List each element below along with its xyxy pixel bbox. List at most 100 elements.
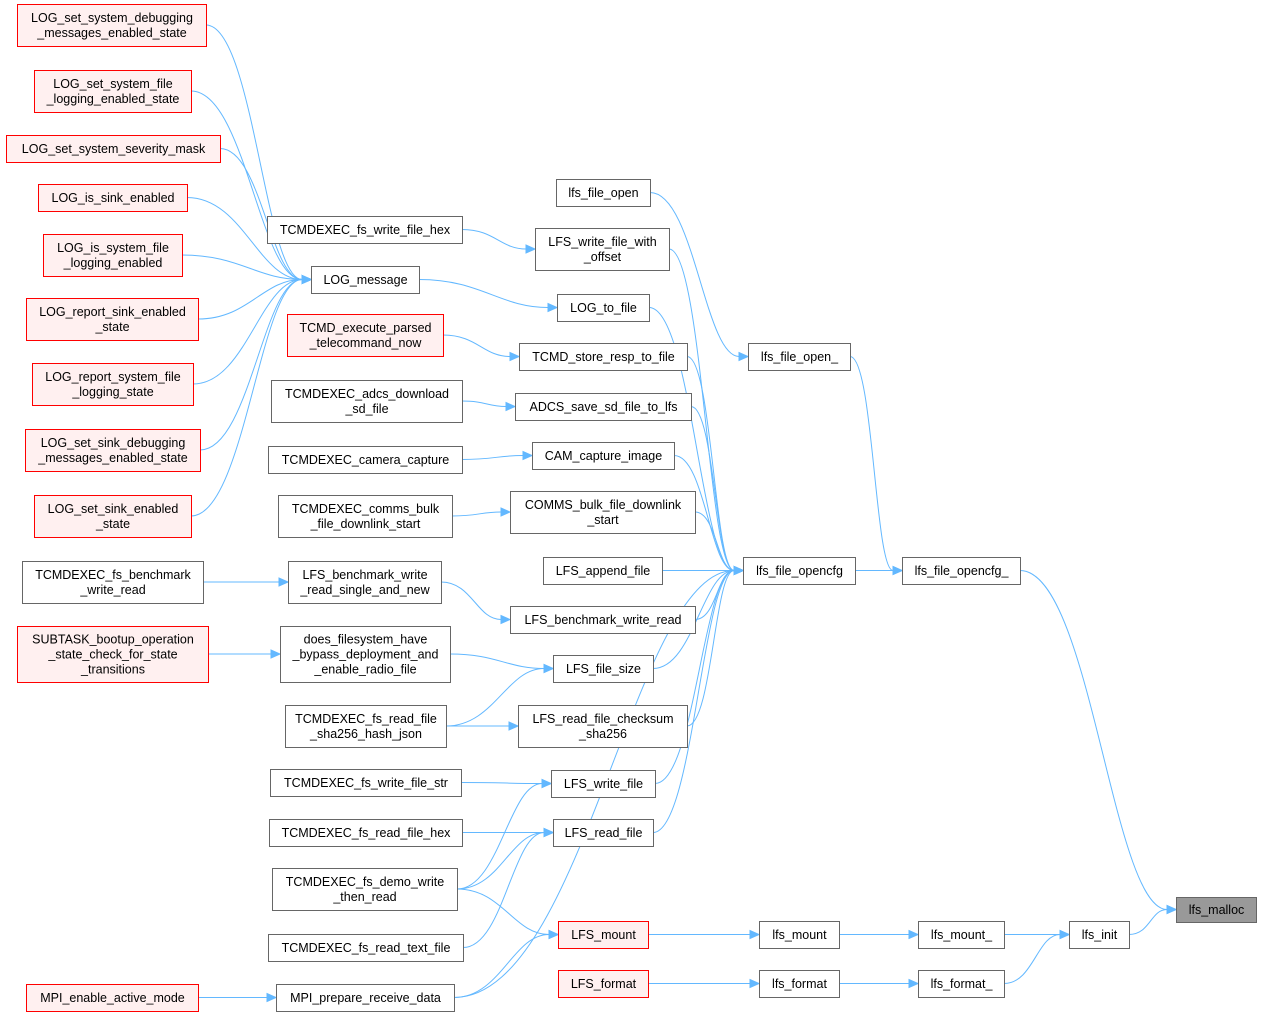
node-lfs-mount-[interactable]: lfs_mount_ [918,921,1005,949]
node-subtask-bootup[interactable]: SUBTASK_bootup_operation_state_check_for… [17,626,209,683]
node-lfs-mount-upper[interactable]: LFS_mount [558,921,649,949]
node-label-comms-bulk-line-2: _start [586,513,619,527]
arrowhead-tcmdexec-demo-to-lfs-write-file [541,778,553,789]
node-log-debug-state[interactable]: LOG_set_system_debugging_messages_enable… [17,4,207,47]
node-lfs-malloc[interactable]: lfs_malloc [1176,897,1257,923]
node-mpi-prepare[interactable]: MPI_prepare_receive_data [276,984,455,1012]
node-lfs-bench-single[interactable]: LFS_benchmark_write_read_single_and_new [288,561,442,604]
arrowhead-mpi-prepare-to-lfs-mount-upper [548,929,560,940]
node-box-lfs-format-upper [558,970,649,998]
node-log-message[interactable]: LOG_message [311,266,420,294]
edge-tcmdexec-write-hex-to-lfs-write-offset [461,229,527,250]
node-label-log-sink-debug-line-1: LOG_set_sink_debugging [41,436,186,450]
node-tcmdexec-write-str[interactable]: TCMDEXEC_fs_write_file_str [270,769,462,797]
node-box-log-message [311,266,420,294]
node-tcmdexec-read-hex[interactable]: TCMDEXEC_fs_read_file_hex [269,819,463,847]
edge-tcmd-execute-parsed-to-tcmd-store-resp [442,334,511,357]
node-label-log-report-sink-line-1: LOG_report_sink_enabled [39,305,186,319]
node-lfs-file-opencfg-[interactable]: lfs_file_opencfg_ [902,557,1021,585]
edge-lfs-read-checksum-to-lfs-file-opencfg [686,570,735,727]
node-tcmdexec-demo[interactable]: TCMDEXEC_fs_demo_write_then_read [272,868,458,911]
node-label-log-severity-mask: LOG_set_system_severity_mask [22,142,206,156]
node-does-fs-bypass[interactable]: does_filesystem_have_bypass_deployment_a… [280,626,451,683]
arrowhead-tcmdexec-write-hex-to-lfs-write-offset [525,244,537,254]
node-lfs-write-file[interactable]: LFS_write_file [551,770,656,798]
node-lfs-bench-wr[interactable]: LFS_benchmark_write_read [510,606,696,634]
node-box-log-debug-state [17,4,207,47]
node-box-tcmdexec-write-str [270,769,462,797]
node-tcmdexec-read-text[interactable]: TCMDEXEC_fs_read_text_file [268,934,464,962]
node-label-lfs-write-offset-line-2: _offset [583,250,622,264]
node-log-is-system-file[interactable]: LOG_is_system_file_logging_enabled [43,234,183,277]
node-box-adcs-save-sd [515,393,692,421]
arrowhead-tcmdexec-read-text-to-lfs-read-file [543,827,555,838]
node-cam-capture[interactable]: CAM_capture_image [532,442,675,470]
node-lfs-append[interactable]: LFS_append_file [543,557,663,585]
edge-mpi-prepare-to-lfs-mount-upper [453,934,550,998]
node-box-log-to-file [557,294,650,322]
node-lfs-file-open[interactable]: lfs_file_open [556,179,651,207]
node-label-lfs-init: lfs_init [1082,928,1118,942]
edge-log-file-logging-state-to-log-message [190,90,303,280]
node-box-lfs-file-opencfg [743,557,856,585]
node-tcmdexec-comms-bulk[interactable]: TCMDEXEC_comms_bulk_file_downlink_start [278,495,453,538]
node-tcmdexec-bench[interactable]: TCMDEXEC_fs_benchmark_write_read [22,561,204,604]
node-tcmdexec-camera[interactable]: TCMDEXEC_camera_capture [268,446,463,474]
node-label-lfs-malloc: lfs_malloc [1189,903,1245,917]
node-lfs-format-upper[interactable]: LFS_format [558,970,649,998]
node-lfs-format[interactable]: lfs_format [759,970,840,998]
node-label-log-message: LOG_message [323,273,407,287]
arrowhead-lfs-file-open-to-lfs-file-open- [738,351,750,362]
node-comms-bulk[interactable]: COMMS_bulk_file_downlink_start [510,491,696,534]
node-tcmdexec-adcs[interactable]: TCMDEXEC_adcs_download_sd_file [271,380,463,423]
node-tcmdexec-read-sha[interactable]: TCMDEXEC_fs_read_file_sha256_hash_json [285,705,447,748]
node-label-tcmdexec-write-hex: TCMDEXEC_fs_write_file_hex [280,223,451,237]
node-box-lfs-append [543,557,663,585]
node-log-severity-mask[interactable]: LOG_set_system_severity_mask [6,135,221,163]
node-tcmd-execute-parsed[interactable]: TCMD_execute_parsed_telecommand_now [287,314,444,357]
edge-log-report-sink-to-log-message [197,279,303,320]
node-label-tcmdexec-bench-line-2: _write_read [79,583,145,597]
node-lfs-format-[interactable]: lfs_format_ [918,970,1005,998]
edge-log-is-sink-enabled-to-log-message [186,197,303,280]
node-lfs-mount[interactable]: lfs_mount [759,921,840,949]
node-log-is-sink-enabled[interactable]: LOG_is_sink_enabled [38,184,188,212]
node-box-tcmdexec-read-hex [269,819,463,847]
node-log-sink-debug[interactable]: LOG_set_sink_debugging_messages_enabled_… [25,429,201,472]
node-lfs-write-offset[interactable]: LFS_write_file_with_offset [535,228,670,271]
node-log-report-sink[interactable]: LOG_report_sink_enabled_state [26,298,199,341]
node-tcmd-store-resp[interactable]: TCMD_store_resp_to_file [519,343,688,371]
edge-lfs-file-open-to-lfs-file-open- [649,192,740,357]
node-label-subtask-bootup-line-2: _state_check_for_state [47,648,177,662]
node-box-log-report-sink [26,298,199,341]
edge-lfs-read-file-to-lfs-file-opencfg [652,570,735,833]
node-adcs-save-sd[interactable]: ADCS_save_sd_file_to_lfs [515,393,692,421]
arrowhead-subtask-bootup-to-does-fs-bypass [270,649,282,659]
node-log-sink-enabled[interactable]: LOG_set_sink_enabled_state [34,495,192,538]
node-label-log-report-sink-line-2: _state [94,320,129,334]
node-lfs-file-opencfg[interactable]: lfs_file_opencfg [743,557,856,585]
arrowhead-log-message-to-log-to-file [547,302,559,313]
node-mpi-enable[interactable]: MPI_enable_active_mode [26,984,199,1012]
node-box-tcmd-execute-parsed [287,314,444,357]
node-lfs-init[interactable]: lfs_init [1069,921,1130,949]
node-log-file-logging-state[interactable]: LOG_set_system_file_logging_enabled_stat… [34,70,192,113]
node-lfs-read-checksum[interactable]: LFS_read_file_checksum_sha256 [518,705,688,748]
edge-tcmdexec-write-str-to-lfs-write-file [460,782,543,784]
node-log-report-system-file[interactable]: LOG_report_system_file_logging_state [32,363,194,406]
node-lfs-file-size[interactable]: LFS_file_size [553,655,654,683]
node-label-log-is-sink-enabled: LOG_is_sink_enabled [52,191,175,205]
node-tcmdexec-write-hex[interactable]: TCMDEXEC_fs_write_file_hex [267,216,463,244]
node-box-subtask-bootup [17,626,209,683]
node-lfs-file-open-[interactable]: lfs_file_open_ [748,343,851,371]
node-label-tcmdexec-demo-line-1: TCMDEXEC_fs_demo_write [286,875,444,889]
edge-lfs-format--to-lfs-init [1003,934,1061,984]
node-box-tcmdexec-adcs [271,380,463,423]
node-lfs-read-file[interactable]: LFS_read_file [553,819,654,847]
node-box-lfs-mount [759,921,840,949]
node-label-tcmdexec-comms-bulk-line-2: _file_downlink_start [310,517,421,531]
arrowhead-lfs-init-to-lfs-malloc [1166,904,1178,915]
node-log-to-file[interactable]: LOG_to_file [557,294,650,322]
node-label-lfs-file-size: LFS_file_size [566,662,641,676]
